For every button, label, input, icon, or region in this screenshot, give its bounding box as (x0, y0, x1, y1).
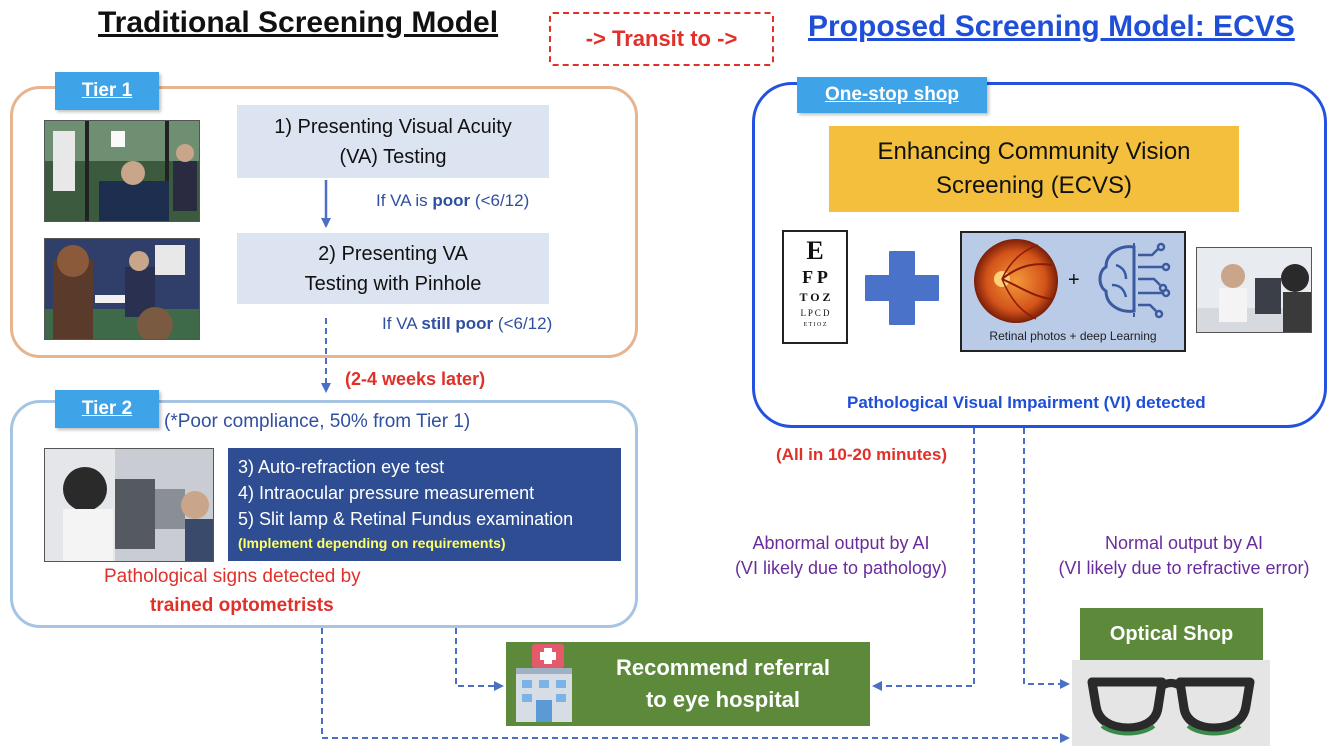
glasses-panel (1072, 660, 1270, 746)
tier1-tab-label: Tier 1 (81, 80, 133, 101)
eye-chart-row4: L P C D (800, 308, 830, 318)
tier1-tab: Tier 1 (55, 72, 159, 110)
exam-note: (Implement depending on requirements) (238, 535, 506, 551)
tier2-panel (10, 400, 638, 628)
ecvs-panel (752, 82, 1327, 428)
normal-line2: (VI likely due to refractive error) (1058, 558, 1310, 578)
tier2-photo-slit-lamp (44, 448, 214, 562)
tier2-exam-list: 3) Auto-refraction eye test 4) Intraocul… (228, 448, 621, 561)
tier1-photo-va-test (44, 120, 200, 222)
tier2-tab: Tier 2 (55, 390, 159, 428)
abnormal-output-label: Abnormal output by AI (VI likely due to … (706, 531, 976, 581)
step1-box: 1) Presenting Visual Acuity (VA) Testing (237, 105, 549, 178)
traditional-model-title: Traditional Screening Model (98, 6, 499, 39)
ecvs-screening-photo (1196, 247, 1312, 333)
transit-label: -> Transit to -> (549, 12, 774, 66)
tier1-photo-pinhole-test (44, 238, 200, 340)
cond1-suffix: (<6/12) (474, 191, 530, 210)
cond2-suffix: (<6/12) (497, 314, 553, 333)
referral-line2: to eye hospital (645, 687, 801, 712)
plus-sign: + (1068, 269, 1080, 291)
medical-cross-icon (864, 250, 940, 326)
step2-label-line1: 2) Presenting VA (318, 242, 468, 265)
glasses-icon (1087, 677, 1255, 736)
arrow-tier2-referral (455, 628, 504, 691)
condition-va-still-poor: If VA still poor (<6/12) (382, 314, 552, 334)
condition-va-poor: If VA is poor (<6/12) (376, 191, 529, 211)
ecvs-title-box: Enhancing Community Vision Screening (EC… (829, 126, 1239, 212)
eye-chart-row3: T O Z (799, 290, 831, 304)
exam-item-iop: 4) Intraocular pressure measurement (238, 483, 535, 503)
ecvs-tab: One-stop shop (797, 77, 987, 113)
eye-chart-row1: E (806, 236, 824, 265)
ecvs-time-label: (All in 10-20 minutes) (776, 445, 947, 464)
tier2-detected-line2: trained optometrists (150, 595, 334, 616)
hospital-icon (516, 644, 572, 722)
exam-item-slit-lamp: 5) Slit lamp & Retinal Fundus examinatio… (238, 509, 574, 529)
tier2-detected-line1: Pathological signs detected by (104, 566, 361, 587)
optical-shop-text: Optical Shop (1109, 622, 1234, 645)
ecvs-detected-label: Pathological Visual Impairment (VI) dete… (847, 393, 1206, 412)
eye-chart-row5: E T I O Z (803, 322, 827, 328)
step2-box: 2) Presenting VA Testing with Pinhole (237, 233, 549, 304)
abnormal-line1: Abnormal output by AI (752, 533, 930, 553)
cond2-bold: still poor (421, 314, 494, 333)
optical-shop-label: Optical Shop (1080, 608, 1263, 660)
cond1-prefix: If VA is (376, 191, 428, 210)
cond1-bold: poor (432, 191, 471, 210)
eye-chart-icon: E F P T O Z L P C D E T I O Z (782, 230, 848, 344)
abnormal-line2: (VI likely due to pathology) (734, 558, 948, 578)
retinal-ai-box: + Retinal photos + deep Learning (960, 231, 1186, 352)
normal-line1: Normal output by AI (1104, 533, 1264, 553)
proposed-model-title: Proposed Screening Model: ECVS (808, 10, 1295, 43)
step1-label: 1) Presenting Visual Acuity (VA) Testing (274, 115, 512, 168)
retinal-photo (974, 239, 1058, 323)
ecvs-title-line2: Screening (ECVS) (935, 172, 1133, 199)
referral-line1: Recommend referral (616, 655, 830, 680)
ecvs-tab-label: One-stop shop (824, 84, 960, 105)
exam-item-autorefraction: 3) Auto-refraction eye test (238, 457, 445, 477)
step2-label-line2: Testing with Pinhole (304, 272, 482, 295)
normal-output-label: Normal output by AI (VI likely due to re… (1032, 531, 1336, 581)
delay-label: (2-4 weeks later) (345, 369, 486, 389)
tier1-panel (10, 86, 638, 358)
brain-circuit-icon (1098, 242, 1171, 319)
ecvs-title-line1: Enhancing Community Vision (877, 138, 1191, 165)
cond2-prefix: If VA (382, 314, 417, 333)
transit-text: -> Transit to -> (585, 26, 738, 51)
eye-chart-row2: F P (802, 267, 828, 287)
tier2-tab-label: Tier 2 (81, 398, 133, 419)
tier2-compliance-note: (*Poor compliance, 50% from Tier 1) (164, 411, 471, 432)
retinal-caption: Retinal photos + deep Learning (989, 329, 1157, 343)
